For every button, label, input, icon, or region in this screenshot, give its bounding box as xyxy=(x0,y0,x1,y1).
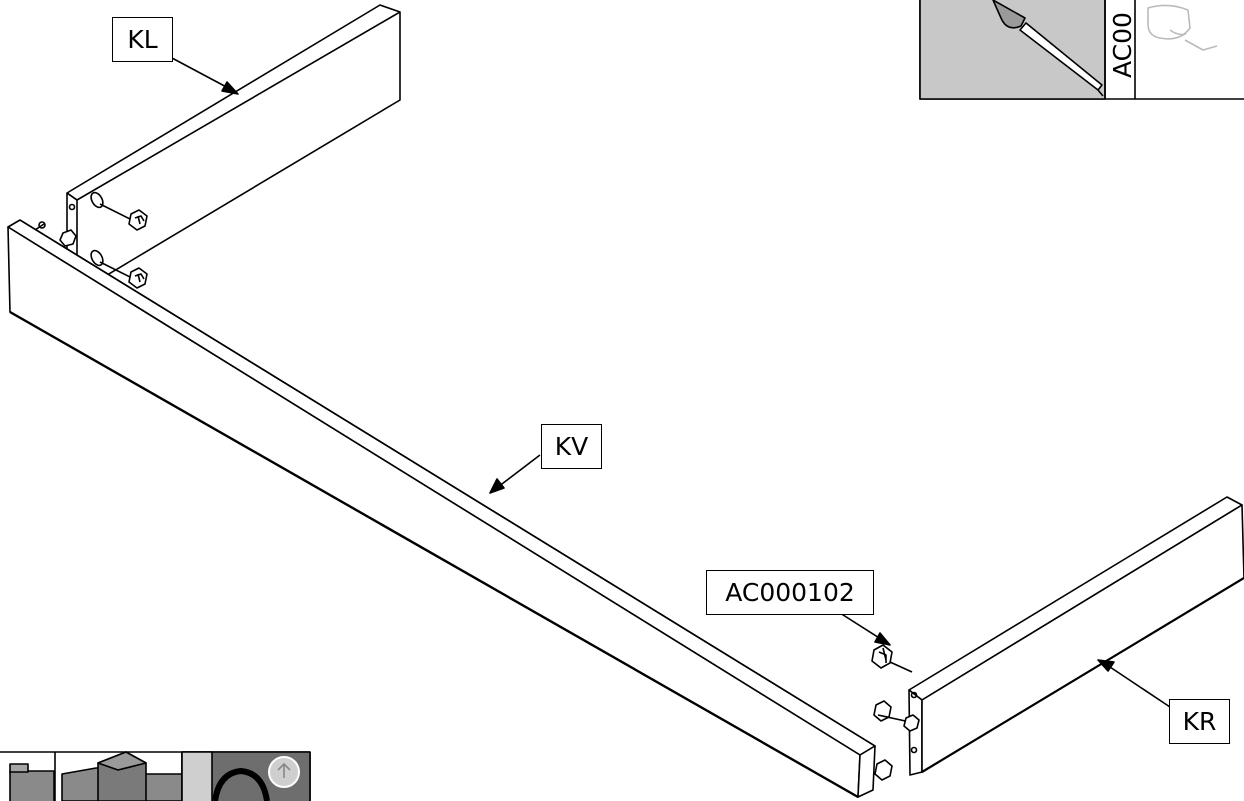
panel-joint-icon xyxy=(61,751,183,801)
cam-fitting-left-bottom xyxy=(99,261,148,289)
cam-fitting-left-top xyxy=(99,203,148,231)
inset-top-right xyxy=(919,0,1244,100)
leader-arrows xyxy=(171,57,1171,708)
panel-icon xyxy=(9,763,55,801)
inset-code-label: AC00 xyxy=(1108,12,1137,78)
inset-bottom-left xyxy=(0,751,311,801)
front-panel xyxy=(7,219,911,799)
screwdriver-icon xyxy=(992,0,1104,97)
cam-lock-icon xyxy=(181,751,311,801)
right-side-panel xyxy=(903,496,1244,776)
label-kl: KL xyxy=(112,17,173,62)
label-ac000102: AC000102 xyxy=(706,570,874,615)
cam-fitting-loose xyxy=(871,644,913,673)
label-kr: KR xyxy=(1169,699,1230,744)
label-kv: KV xyxy=(541,424,602,469)
cam-fitting-icon xyxy=(1147,4,1218,51)
